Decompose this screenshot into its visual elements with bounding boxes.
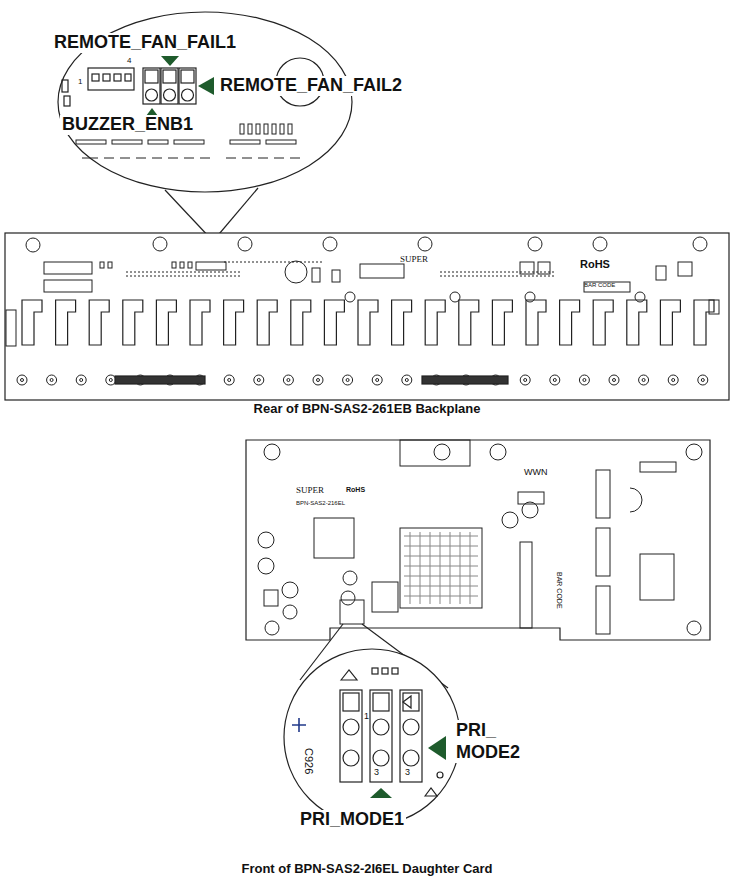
drive-bay [392, 300, 412, 345]
drive-bay [56, 300, 76, 345]
mounting-screw [609, 375, 619, 385]
silkscreen-logo: SUPER [296, 486, 324, 496]
mounting-screw [17, 375, 27, 385]
drive-bay [593, 300, 613, 345]
mounting-screw [698, 375, 708, 385]
mounting-screw [47, 375, 57, 385]
daughter-card [246, 440, 710, 640]
callout-circle [284, 649, 460, 825]
drive-bay [526, 300, 546, 345]
jumper [179, 68, 196, 104]
jumper-label: PRI_MODE1 [298, 810, 406, 830]
pin-number: 3 [374, 768, 379, 778]
fan-connector [88, 68, 134, 90]
drive-bay [257, 300, 277, 345]
mounting-screw [639, 375, 649, 385]
mounting-screw [76, 375, 86, 385]
pin-number: 1 [364, 712, 369, 722]
sas-connector [422, 376, 508, 384]
silkscreen-mark: BAR CODE [584, 282, 615, 289]
silkscreen-mark: RoHS [346, 486, 365, 494]
silkscreen-mark: BAR CODE [555, 572, 563, 609]
mounting-screw [579, 375, 589, 385]
drive-bay [560, 300, 580, 345]
drive-bay [291, 300, 311, 345]
drive-bay [660, 300, 680, 345]
mounting-screw [343, 375, 353, 385]
processor-chip [400, 528, 482, 608]
drive-bay [123, 300, 143, 345]
silkscreen-mark: WWN [524, 468, 548, 478]
drive-bay [89, 300, 109, 345]
figure-caption: Front of BPN-SAS2-2I6EL Daughter Card [241, 862, 492, 876]
drive-bay [22, 300, 42, 345]
pointer-arrow [370, 788, 392, 798]
jumper [143, 68, 160, 104]
jumper [400, 690, 422, 782]
drive-bay [190, 300, 210, 345]
pin-number: 1 [78, 78, 82, 87]
drive-bay [324, 300, 344, 345]
silkscreen-mark: RoHS [580, 258, 610, 270]
pin-number: 3 [405, 768, 410, 778]
drive-bay [358, 300, 378, 345]
drive-bay [627, 300, 647, 345]
pointer-arrow [161, 56, 179, 66]
sas-connector [115, 376, 205, 384]
mounting-screw [313, 375, 323, 385]
mounting-screw [254, 375, 264, 385]
jumper [161, 68, 178, 104]
mounting-screw [106, 375, 116, 385]
drive-bay [224, 300, 244, 345]
drive-bay [156, 300, 176, 345]
figure-caption: Rear of BPN-SAS2-261EB Backplane [254, 402, 481, 416]
component-ref: C926 [303, 748, 315, 774]
drive-bay [425, 300, 445, 345]
silkscreen-mark: BPN-SAS2-216EL [296, 500, 345, 507]
drive-bay [459, 300, 479, 345]
drive-bay [492, 300, 512, 345]
mounting-screw [550, 375, 560, 385]
mounting-screw [372, 375, 382, 385]
jumper [340, 690, 362, 782]
jumper [370, 690, 392, 782]
backplane-board [5, 233, 729, 400]
jumper-label: REMOTE_FAN_FAIL2 [218, 76, 404, 96]
jumper-label: BUZZER_ENB1 [60, 115, 195, 135]
mounting-screw [668, 375, 678, 385]
jumper-label: REMOTE_FAN_FAIL1 [52, 33, 238, 53]
mounting-screw [224, 375, 234, 385]
mounting-screw [402, 375, 412, 385]
silkscreen-logo: SUPER [400, 255, 428, 265]
pointer-arrow [428, 736, 446, 760]
mounting-screw [283, 375, 293, 385]
pin-number: 4 [127, 57, 131, 66]
mounting-screw [520, 375, 530, 385]
drive-bay [694, 300, 714, 345]
jumper-label: PRI_ MODE2 [454, 720, 524, 763]
leader-line [214, 188, 258, 240]
pointer-arrow [198, 77, 214, 95]
